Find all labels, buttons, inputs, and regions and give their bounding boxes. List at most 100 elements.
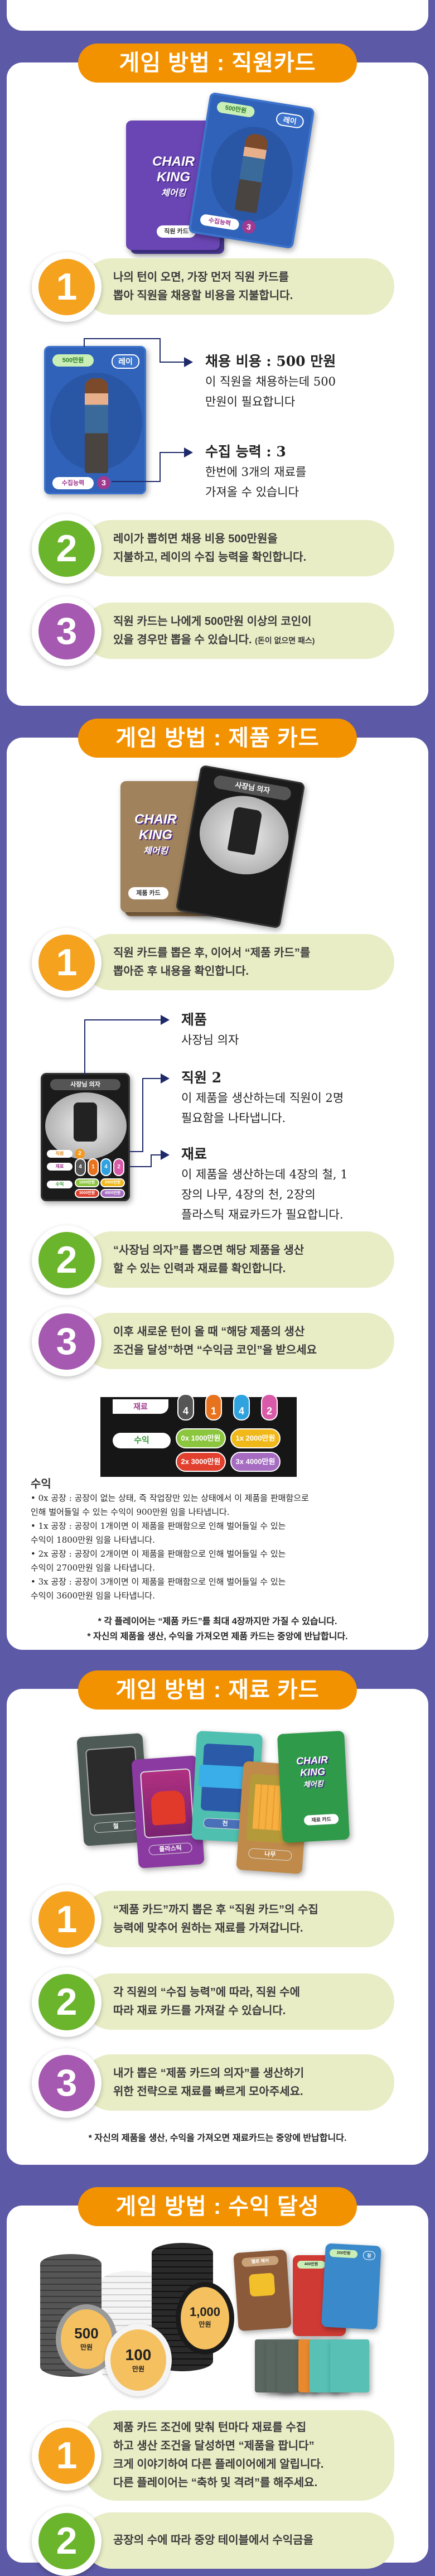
arrow-right-icon bbox=[161, 1015, 170, 1025]
hire-cost-badge: 500만원 bbox=[52, 354, 94, 367]
chair-image bbox=[74, 1102, 97, 1142]
material-fabric-count: 4 bbox=[233, 1394, 250, 1421]
revenue-chip-3x: 3x 4000만원 bbox=[230, 1452, 281, 1472]
connector-line bbox=[160, 452, 185, 453]
hire-cost-badge: 400만원 bbox=[297, 2261, 325, 2269]
step-text-line: 내가 뽑은 “제품 카드의 의자”를 생산하기 bbox=[113, 2067, 304, 2079]
arrow-right-icon bbox=[184, 357, 193, 367]
explanation-line: 가져올 수 있습니다 bbox=[205, 485, 299, 499]
step-text-line: 있을 경우만 뽑을 수 있습니다. (돈이 없으면 패스) bbox=[113, 631, 383, 650]
revenue-chip: 2000만원 bbox=[100, 1178, 125, 1187]
step-text: 있을 경우만 뽑을 수 있습니다. bbox=[113, 633, 252, 646]
sample-product-card: 옐로 체어 bbox=[233, 2249, 292, 2332]
revenue-chip-2x: 2x 3000만원 bbox=[176, 1452, 226, 1472]
step-text-line: 제품 카드 조건에 맞춰 턴마다 재료를 수집 bbox=[113, 2421, 307, 2434]
connector-line bbox=[129, 1151, 143, 1152]
revenue-chip: 3000만원 bbox=[75, 1189, 99, 1198]
step-text-line: 지불하고, 레이의 수집 능력을 확인합니다. bbox=[113, 551, 307, 564]
card-type-label: 제품 카드 bbox=[128, 887, 168, 899]
revenue-chip-0x: 0x 1000만원 bbox=[176, 1428, 226, 1448]
revenue-chip: 4000만원 bbox=[100, 1189, 125, 1198]
revenue-line: • 3x 공장 : 공장이 3개이면 이 제품을 판매함으로 인해 벌어들일 수… bbox=[31, 1577, 286, 1587]
material-steel-count: 4 bbox=[75, 1158, 86, 1176]
revenue-line: • 0x 공장 : 공장이 없는 상태, 즉 작업장만 있는 상태에서 이 제품… bbox=[31, 1493, 309, 1503]
hire-cost-explanation: 채용 비용 : 500 만원 이 직원을 채용하는데 500 만원이 필요합니다 bbox=[205, 352, 336, 412]
connector-line bbox=[160, 452, 161, 482]
step-note: (돈이 없으면 패스) bbox=[255, 635, 315, 645]
arrow-right-icon bbox=[161, 1150, 170, 1160]
material-name: 철 bbox=[94, 1820, 138, 1833]
product-name-badge: 사장님 의자 bbox=[50, 1079, 120, 1090]
step-text-line: 크게 이야기하여 다른 플레이어에게 알립니다. bbox=[113, 2458, 324, 2471]
step-number: 1 bbox=[38, 934, 95, 991]
step-number-badge: 3 bbox=[32, 2048, 102, 2118]
explanation-line: 만원이 필요합니다 bbox=[205, 395, 296, 408]
step-text-line: 뽑아 직원을 채용할 비용을 지불합니다. bbox=[113, 289, 293, 302]
step-number-badge: 1 bbox=[32, 252, 102, 322]
material-name: 나무 bbox=[248, 1848, 292, 1861]
explanation-line: 이 제품을 생산하는데 4장의 철, 1 bbox=[181, 1168, 348, 1181]
connector-line bbox=[160, 338, 161, 363]
connector-line bbox=[112, 481, 160, 482]
staff-name-badge: 레이 bbox=[275, 111, 305, 129]
character-figure bbox=[85, 378, 108, 473]
step-text-line: 레이가 뽑히면 채용 비용 500만원을 bbox=[113, 532, 278, 545]
step-text-line: 이후 새로운 턴이 올 때 “해당 제품의 생산 bbox=[113, 1325, 305, 1338]
step-number: 3 bbox=[38, 1313, 95, 1370]
step-number-badge: 2 bbox=[32, 513, 102, 584]
explanation-line: 이 제품을 생산하는데 직원이 2명 bbox=[181, 1091, 344, 1105]
step-number-badge: 1 bbox=[32, 2421, 102, 2491]
materials-explanation: 재료 이 제품을 생산하는데 4장의 철, 1 장의 나무, 4장의 천, 2장… bbox=[181, 1144, 348, 1225]
material-label: 재료 bbox=[47, 1163, 72, 1171]
staff-required-value: 2 bbox=[75, 1149, 85, 1159]
material-steel-count: 4 bbox=[177, 1394, 194, 1421]
staff-required-title: 직원 2 bbox=[181, 1070, 222, 1086]
revenue-line: 인해 벌어들일 수 있는 수익이 900만원 임을 나타냅니다. bbox=[31, 1507, 230, 1517]
explanation-line: 필요함을 나타냅니다. bbox=[181, 1111, 286, 1125]
connector-line bbox=[84, 1019, 85, 1075]
product-name-badge: 옐로 체어 bbox=[241, 2255, 279, 2267]
staff-name-badge: 레이 bbox=[112, 354, 139, 369]
section-header-staff-card: 게임 방법 : 직원카드 bbox=[78, 44, 357, 83]
card-type-label: 직원 카드 bbox=[157, 225, 196, 238]
section-header-material-card: 게임 방법 : 재료 카드 bbox=[78, 1670, 357, 1710]
step-text-line: 나의 턴이 오면, 가장 먼저 직원 카드를 bbox=[113, 271, 289, 283]
material-plastic-count: 2 bbox=[113, 1158, 124, 1176]
revenue-chip: 1000만원 bbox=[75, 1178, 99, 1187]
explanation-line: 한번에 3개의 재료를 bbox=[205, 465, 307, 479]
card-type-label: 재료 카드 bbox=[303, 1813, 339, 1826]
connector-line bbox=[151, 1154, 161, 1155]
connector-line bbox=[129, 1166, 152, 1167]
step-number: 3 bbox=[38, 603, 95, 659]
step-number-badge: 3 bbox=[32, 596, 102, 666]
ability-explanation: 수집 능력 : 3 한번에 3개의 재료를 가져올 수 있습니다 bbox=[205, 442, 306, 502]
staff-card-ray: 500만원 레이 수집능력 3 bbox=[188, 92, 315, 249]
material-wood-count: 1 bbox=[88, 1158, 99, 1176]
explanation-line: 이 직원을 채용하는데 500 bbox=[205, 375, 336, 388]
step-text-line: 하고 생산 조건을 달성하면 “제품을 팝니다” bbox=[113, 2440, 315, 2452]
material-plastic-count: 2 bbox=[261, 1394, 278, 1421]
product-note: * 자신의 제품을 생산, 수익을 가져오면 제품 카드는 중앙에 반납합니다. bbox=[87, 1632, 348, 1641]
step-number-badge: 1 bbox=[32, 1884, 102, 1954]
connector-line bbox=[142, 1078, 161, 1079]
step-text-line: 따라 재료 카드를 가져갈 수 있습니다. bbox=[113, 2004, 286, 2017]
materials-title: 재료 bbox=[181, 1146, 207, 1162]
revenue-label: 수익 bbox=[113, 1433, 171, 1448]
